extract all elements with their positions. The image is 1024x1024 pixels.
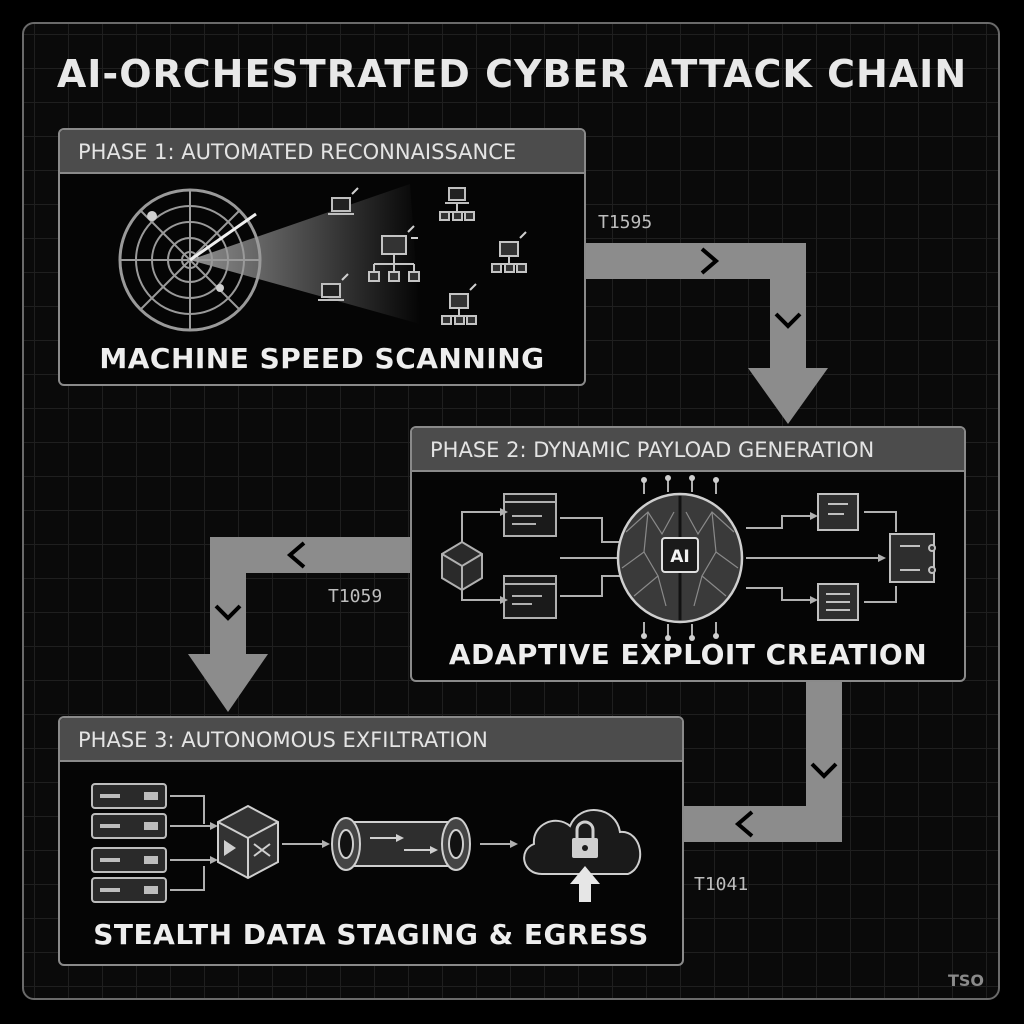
- shuffle-box-icon: [217, 804, 279, 880]
- technique-id-t1059: T1059: [328, 586, 383, 607]
- arrow-1-horizontal: [584, 243, 806, 279]
- phase-2-illustration: AI: [441, 475, 936, 641]
- phase-1-panel: PHASE 1: AUTOMATED RECONNAISSANCE: [58, 128, 586, 386]
- cube-icon: [441, 540, 483, 592]
- arrow-3-horizontal: [684, 806, 842, 842]
- arrow-2-vertical: [210, 537, 246, 657]
- phase-1-caption: MACHINE SPEED SCANNING: [99, 342, 545, 375]
- phase-3-illustration: [91, 783, 642, 903]
- arrow-2-head: [188, 654, 268, 712]
- code-window-icon: [503, 493, 557, 619]
- technique-id-t1595: T1595: [598, 212, 653, 233]
- ai-chip-label: AI: [670, 547, 689, 567]
- technique-id-t1041: T1041: [694, 874, 749, 895]
- upload-arrow-icon: [570, 866, 600, 902]
- phase-1-header: PHASE 1: AUTOMATED RECONNAISSANCE: [60, 130, 584, 174]
- diagram-title: AI-ORCHESTRATED CYBER ATTACK CHAIN: [56, 52, 968, 96]
- cloud-lock-icon: [523, 809, 642, 875]
- puzzle-module-icon: [817, 493, 936, 621]
- scan-beam: [190, 184, 420, 324]
- server-rack-icon: [91, 783, 167, 903]
- radar-icon: [118, 188, 262, 332]
- phase-2-panel: PHASE 2: DYNAMIC PAYLOAD GENERATION: [410, 426, 966, 682]
- arrow-1-head: [748, 368, 828, 424]
- arrow-1-vertical: [770, 243, 806, 371]
- phase-3-panel: PHASE 3: AUTONOMOUS EXFILTRATION: [58, 716, 684, 966]
- tunnel-pipe-icon: [331, 817, 471, 871]
- corner-mark: TSO: [947, 971, 984, 990]
- network-node-icon: [368, 203, 527, 325]
- ai-brain-icon: AI: [616, 475, 744, 641]
- phase-2-caption: ADAPTIVE EXPLOIT CREATION: [448, 638, 928, 671]
- phase-3-header: PHASE 3: AUTONOMOUS EXFILTRATION: [60, 718, 682, 762]
- phase-1-illustration: [118, 184, 527, 332]
- phase-2-header: PHASE 2: DYNAMIC PAYLOAD GENERATION: [412, 428, 964, 472]
- phase-3-caption: STEALTH DATA STAGING & EGRESS: [93, 918, 649, 951]
- laptop-icon: [318, 187, 469, 301]
